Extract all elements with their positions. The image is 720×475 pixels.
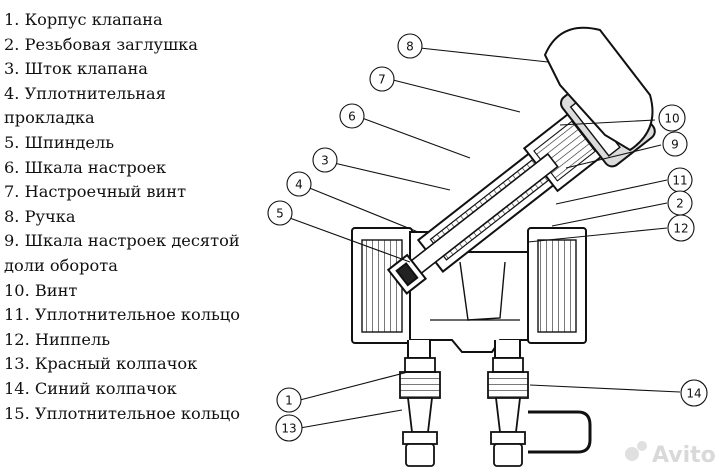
legend-item-5: 5. Шпиндель bbox=[4, 132, 115, 152]
legend-item-12: 12. Ниппель bbox=[4, 329, 111, 349]
callout-7-label: 7 bbox=[378, 73, 386, 87]
callout-11-label: 11 bbox=[672, 174, 687, 188]
callout-6: 6 bbox=[339, 103, 365, 129]
legend-item-3: 3. Шток клапана bbox=[4, 59, 148, 79]
callout-9-label: 9 bbox=[671, 138, 679, 152]
callout-13-label: 13 bbox=[281, 422, 296, 436]
legend-item-1: 1. Корпус клапана bbox=[4, 10, 163, 29]
legend-item-6: 6. Шкала настроек bbox=[4, 157, 167, 177]
callout-4: 4 bbox=[286, 171, 312, 197]
legend-item-13: 13. Красный колпачок bbox=[4, 354, 198, 374]
callout-11: 11 bbox=[667, 167, 693, 193]
callout-1-label: 1 bbox=[285, 394, 293, 408]
legend-item-10: 10. Винт bbox=[4, 280, 78, 300]
callout-12: 12 bbox=[667, 214, 695, 242]
callout-1: 1 bbox=[276, 387, 302, 413]
callout-10-label: 10 bbox=[664, 112, 679, 126]
callout-8-label: 8 bbox=[406, 40, 414, 54]
callout-8: 8 bbox=[397, 33, 423, 59]
callout-7: 7 bbox=[369, 66, 395, 92]
legend-item-7: 7. Настроечный винт bbox=[4, 182, 187, 202]
callout-2-label: 2 bbox=[676, 197, 684, 211]
handle-cap bbox=[543, 26, 654, 152]
callouts: 8 7 6 3 4 5 10 9 11 2 12 1 13 14 bbox=[267, 33, 708, 442]
parts-legend: 1. Корпус клапана 2. Резьбовая заглушка … bbox=[4, 8, 266, 426]
callout-5: 5 bbox=[267, 200, 293, 226]
legend-item-4: 4. Уплотнительная прокладка bbox=[4, 83, 166, 128]
avito-watermark: Avito bbox=[625, 441, 716, 468]
callout-14-label: 14 bbox=[686, 387, 701, 401]
watermark-text: Avito bbox=[652, 443, 716, 468]
callout-5-label: 5 bbox=[276, 207, 284, 221]
callout-6-label: 6 bbox=[348, 110, 356, 124]
legend-item-14: 14. Синий колпачок bbox=[4, 378, 177, 398]
callout-2: 2 bbox=[667, 190, 693, 216]
callout-4-label: 4 bbox=[295, 178, 303, 192]
legend-item-15: 15. Уплотнительное кольцо bbox=[4, 403, 240, 423]
callout-13: 13 bbox=[275, 414, 303, 442]
callout-9: 9 bbox=[662, 131, 688, 157]
test-nipples bbox=[399, 357, 592, 467]
callout-10: 10 bbox=[658, 104, 686, 132]
legend-item-9: 9. Шкала настроек десятой доли оборота bbox=[4, 231, 240, 275]
callout-3: 3 bbox=[312, 147, 338, 173]
callout-3-label: 3 bbox=[321, 154, 329, 168]
legend-item-11: 11. Уплотнительное кольцо bbox=[4, 305, 240, 325]
legend-item-8: 8. Ручка bbox=[4, 206, 76, 226]
legend-item-2: 2. Резьбовая заглушка bbox=[4, 34, 198, 54]
callout-14: 14 bbox=[680, 379, 708, 407]
callout-12-label: 12 bbox=[673, 222, 688, 236]
